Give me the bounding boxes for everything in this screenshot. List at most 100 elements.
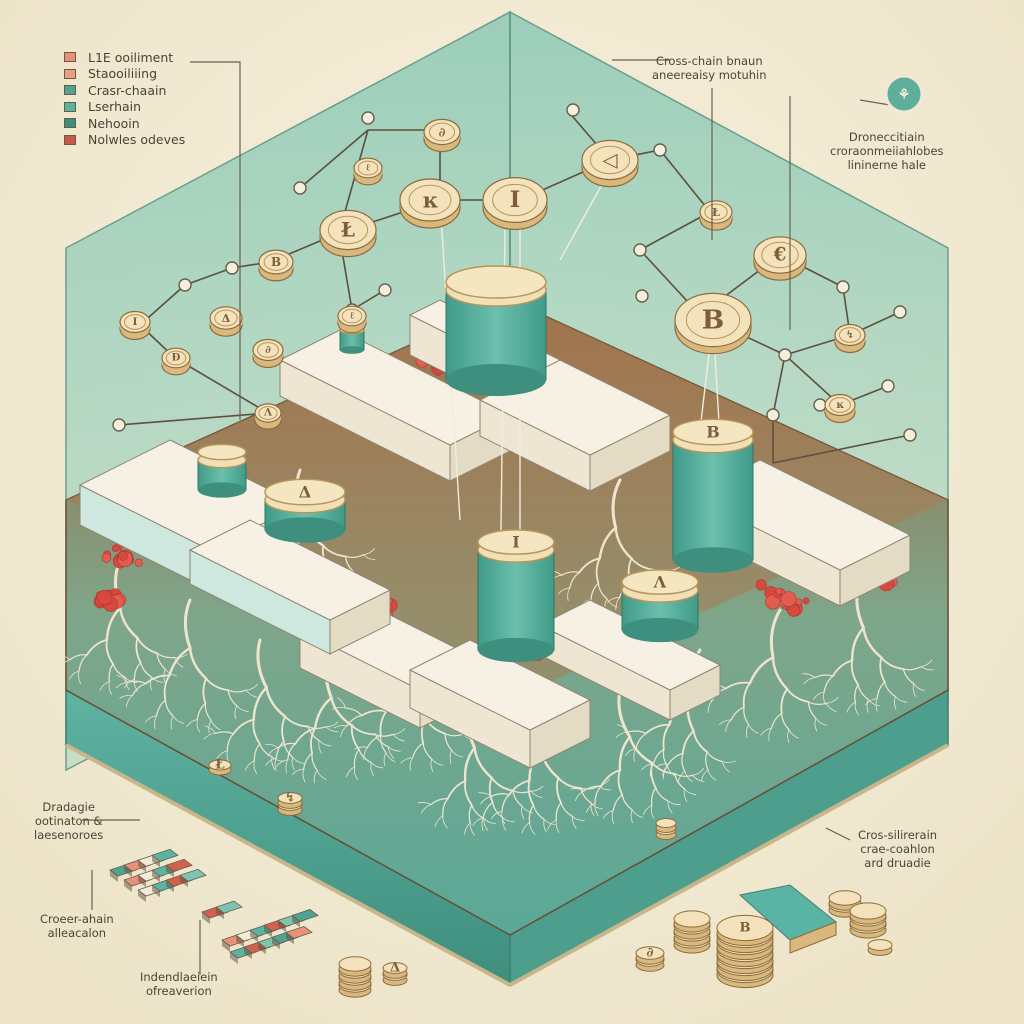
root-branch	[879, 656, 886, 684]
root-branch	[227, 689, 247, 693]
root-branch	[724, 681, 751, 690]
root-branch	[163, 674, 171, 702]
root-branch	[802, 673, 816, 678]
root-branch	[469, 822, 475, 836]
coin-ring	[257, 342, 279, 358]
root-branch	[116, 675, 129, 683]
root-branch	[307, 725, 327, 730]
coin-ring	[214, 309, 238, 327]
annotation-line: ofreaverion	[145, 984, 212, 998]
root-branch	[846, 701, 856, 713]
root-branch	[488, 776, 494, 804]
node-dot	[635, 289, 649, 303]
root-branch	[746, 724, 750, 738]
root-branch	[571, 816, 577, 830]
root-branch	[501, 794, 510, 812]
root-branch	[912, 683, 916, 697]
legend-swatch	[64, 85, 76, 96]
coral-blob	[118, 551, 128, 561]
pillar-coin	[621, 569, 699, 595]
root-branch	[482, 802, 494, 819]
root-branch	[86, 638, 108, 656]
root-branch	[814, 717, 818, 732]
annotation-line: Dradagie	[42, 800, 95, 814]
emblem-icon: ⚘	[884, 74, 924, 114]
root-branch	[468, 804, 473, 824]
node-dot	[361, 111, 375, 125]
root-branch	[204, 725, 216, 734]
root-branch	[172, 715, 185, 724]
coin-ring	[589, 145, 631, 175]
node-dot	[836, 280, 850, 294]
root-branch	[718, 719, 732, 726]
root-branch	[501, 810, 506, 825]
legend-swatch	[64, 118, 76, 129]
root-branch	[125, 695, 133, 708]
root-branch	[532, 804, 545, 821]
root-branch	[633, 747, 637, 762]
root-branch	[325, 726, 339, 733]
network-link	[772, 354, 786, 416]
root-branch	[105, 638, 114, 665]
root-branch	[884, 681, 896, 698]
annotation-line: Cros-silirerain	[858, 828, 938, 842]
root-branch	[140, 662, 152, 678]
root-branch	[196, 719, 201, 733]
legend-label: Nehooin	[88, 115, 140, 131]
root-branch	[379, 710, 388, 737]
root-branch	[602, 810, 614, 819]
root-branch	[692, 730, 708, 753]
root-branch	[502, 817, 516, 823]
pillar-glyph: Δ	[299, 483, 311, 502]
coral-blob	[111, 544, 120, 553]
root-branch	[302, 768, 306, 783]
tile-side	[138, 890, 146, 902]
root-branch	[164, 699, 174, 717]
root-branch	[252, 686, 268, 721]
root-branch	[174, 657, 184, 668]
coin-glyph: ∂	[265, 344, 271, 356]
legend-swatch	[64, 68, 76, 79]
root-branch	[823, 675, 834, 693]
root-branch	[259, 743, 273, 758]
annotation-line: croraonmeiiahlobes	[830, 144, 944, 158]
root-branch	[274, 757, 277, 772]
root-branch	[684, 770, 693, 783]
root-branch	[490, 793, 510, 798]
root-branch	[600, 769, 621, 788]
root-branch	[156, 652, 176, 659]
root-branch	[823, 691, 826, 706]
coin-ring	[165, 350, 187, 366]
root-branch	[611, 810, 614, 824]
root-branch	[662, 763, 669, 777]
root-branch	[617, 724, 629, 733]
coral-blob	[802, 597, 810, 605]
legend-item: Crasr-chaain	[64, 82, 185, 99]
coral-blob	[765, 594, 781, 610]
root-branch	[363, 747, 368, 761]
root-branch	[681, 752, 686, 772]
pillar-base	[198, 482, 246, 498]
root-branch	[650, 762, 657, 789]
root-branch	[444, 733, 453, 751]
annotation-line: ootinaton &	[34, 814, 103, 828]
root-branch	[560, 571, 580, 576]
legend-label: L1E ooiliment	[88, 49, 174, 65]
root-branch	[555, 802, 562, 821]
root-branch	[478, 792, 492, 797]
root-branch	[649, 763, 654, 777]
stack-coin-face	[849, 902, 887, 920]
root-branch	[210, 720, 221, 731]
root-branch	[674, 773, 694, 777]
root-branch	[770, 712, 783, 729]
root-branch	[742, 682, 751, 709]
root-branch	[345, 766, 355, 778]
root-branch	[318, 740, 322, 754]
root-branch	[464, 780, 473, 806]
root-branch	[490, 810, 503, 819]
root-branch	[557, 776, 582, 790]
coral-blob	[96, 589, 113, 606]
root-branch	[291, 768, 305, 776]
pillar-glyph: I	[512, 533, 519, 552]
root-branch	[78, 654, 88, 672]
